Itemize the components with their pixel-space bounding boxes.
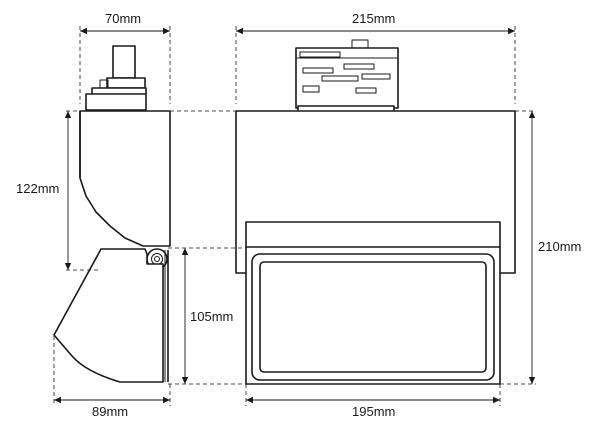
dimension-lines	[54, 27, 536, 404]
extension-lines	[53, 26, 536, 406]
label-side-body-height: 122mm	[16, 181, 60, 196]
label-head-width: 195mm	[352, 404, 396, 419]
label-front-width: 215mm	[352, 11, 396, 26]
side-body	[79, 110, 171, 247]
side-view	[53, 45, 171, 383]
front-lens-inner	[259, 261, 487, 373]
front-view	[235, 39, 516, 385]
side-lamp-head	[53, 248, 164, 383]
side-adapter	[85, 45, 147, 111]
label-total-height: 210mm	[538, 239, 582, 254]
front-adapter	[295, 39, 399, 113]
label-side-width: 70mm	[105, 11, 142, 26]
label-head-height: 105mm	[190, 309, 234, 324]
label-side-head-depth: 89mm	[92, 404, 129, 419]
